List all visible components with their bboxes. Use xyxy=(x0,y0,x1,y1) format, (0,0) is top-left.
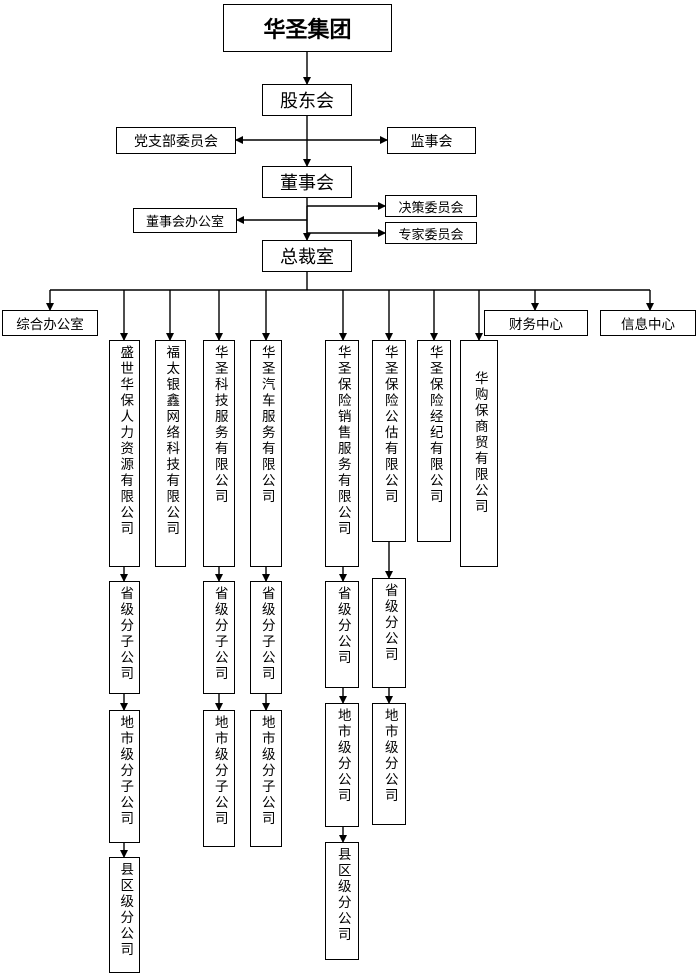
provincial-subsidiary-label: 省级分子公司 xyxy=(258,586,275,682)
county-branch-label: 县区级分公司 xyxy=(117,862,134,958)
company-box: 华圣汽车服务有限公司 xyxy=(250,340,282,567)
company-box: 华购保商贸有限公司 xyxy=(460,340,498,567)
supervisors-box: 监事会 xyxy=(387,127,476,154)
shareholders-box: 股东会 xyxy=(262,84,352,116)
info-center-box: 信息中心 xyxy=(600,310,696,336)
county-branch-box: 县区级分公司 xyxy=(109,857,140,973)
top-company-box: 华圣集团 xyxy=(223,4,392,52)
company-label: 华圣保险销售服务有限公司 xyxy=(334,345,351,537)
company-label: 华圣科技服务有限公司 xyxy=(211,345,228,505)
general-office-box: 综合办公室 xyxy=(2,310,98,336)
finance-center-box: 财务中心 xyxy=(484,310,588,336)
company-label: 华圣汽车服务有限公司 xyxy=(258,345,275,505)
top-company-label: 华圣集团 xyxy=(263,18,352,43)
company-box: 福太银鑫网络科技有限公司 xyxy=(155,340,186,567)
company-box: 华圣科技服务有限公司 xyxy=(203,340,235,567)
party-committee-label: 党支部委员会 xyxy=(134,133,218,150)
company-box: 盛世华保人力资源有限公司 xyxy=(109,340,140,567)
city-subsidiary-box: 地市级分子公司 xyxy=(203,710,235,847)
info-center-label: 信息中心 xyxy=(621,317,675,333)
expert-committee-box: 专家委员会 xyxy=(385,222,477,244)
county-branch-box: 县区级分公司 xyxy=(325,842,359,960)
company-box: 华圣保险经纪有限公司 xyxy=(417,340,451,542)
general-office-label: 综合办公室 xyxy=(16,317,84,333)
shareholders-label: 股东会 xyxy=(280,91,334,112)
city-branch-label: 地市级分公司 xyxy=(334,708,351,804)
provincial-branch-label: 省级分公司 xyxy=(334,586,351,666)
party-committee-box: 党支部委员会 xyxy=(116,127,236,154)
city-subsidiary-label: 地市级分子公司 xyxy=(258,715,275,827)
county-branch-label: 县区级分公司 xyxy=(334,847,351,943)
expert-committee-label: 专家委员会 xyxy=(398,227,464,243)
provincial-branch-box: 省级分公司 xyxy=(372,578,406,688)
city-subsidiary-label: 地市级分子公司 xyxy=(211,715,228,827)
city-branch-box: 地市级分公司 xyxy=(325,703,359,827)
city-branch-box: 地市级分公司 xyxy=(372,703,406,825)
city-subsidiary-label: 地市级分子公司 xyxy=(117,715,134,827)
company-label: 盛世华保人力资源有限公司 xyxy=(117,345,134,537)
board-box: 董事会 xyxy=(262,166,352,198)
provincial-subsidiary-box: 省级分子公司 xyxy=(250,581,282,694)
company-label: 华购保商贸有限公司 xyxy=(471,371,488,515)
company-label: 华圣保险经纪有限公司 xyxy=(426,345,443,505)
board-office-box: 董事会办公室 xyxy=(133,208,237,233)
president-office-box: 总裁室 xyxy=(262,240,352,272)
provincial-subsidiary-box: 省级分子公司 xyxy=(109,581,140,694)
provincial-subsidiary-label: 省级分子公司 xyxy=(211,586,228,682)
decision-committee-box: 决策委员会 xyxy=(385,195,477,217)
president-office-label: 总裁室 xyxy=(280,247,334,268)
city-branch-label: 地市级分公司 xyxy=(381,708,398,804)
provincial-branch-box: 省级分公司 xyxy=(325,581,359,688)
board-label: 董事会 xyxy=(280,173,334,194)
company-label: 福太银鑫网络科技有限公司 xyxy=(163,345,180,537)
company-box: 华圣保险销售服务有限公司 xyxy=(325,340,359,567)
decision-committee-label: 决策委员会 xyxy=(398,200,464,216)
board-office-label: 董事会办公室 xyxy=(145,215,224,230)
provincial-subsidiary-label: 省级分子公司 xyxy=(117,586,134,682)
company-box: 华圣保险公估有限公司 xyxy=(372,340,406,542)
supervisors-label: 监事会 xyxy=(410,133,453,150)
city-subsidiary-box: 地市级分子公司 xyxy=(109,710,140,843)
company-label: 华圣保险公估有限公司 xyxy=(381,345,398,505)
provincial-subsidiary-box: 省级分子公司 xyxy=(203,581,235,694)
provincial-branch-label: 省级分公司 xyxy=(381,583,398,663)
city-subsidiary-box: 地市级分子公司 xyxy=(250,710,282,847)
finance-center-label: 财务中心 xyxy=(509,317,563,333)
